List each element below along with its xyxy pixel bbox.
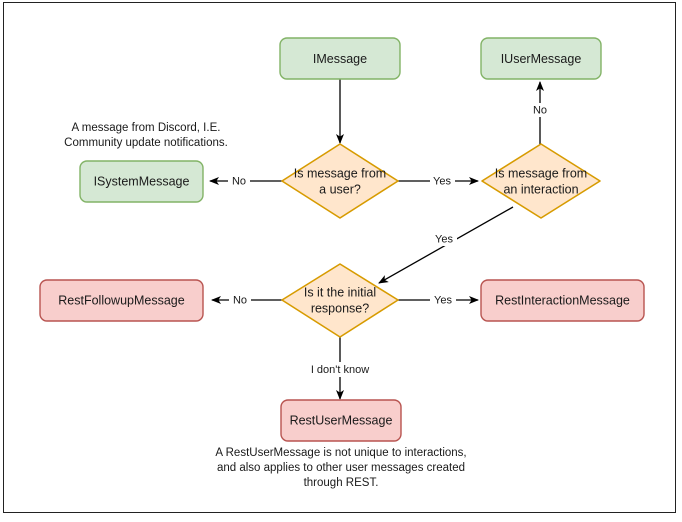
edge-label-q-interaction-no: No: [533, 104, 547, 116]
node-question-user-label-line2: a user?: [319, 182, 361, 196]
node-question-is-message-from-user[interactable]: Is message from a user?: [281, 143, 399, 219]
edge-label-q-initial-unknown: I don't know: [311, 364, 369, 376]
node-question-interaction-label-line1: Is message from: [495, 166, 587, 180]
edge-label-q-initial-yes: Yes: [434, 294, 452, 306]
edge-question-interaction-no: No: [529, 81, 551, 150]
node-question-initial-label-line2: response?: [311, 301, 369, 315]
edge-question-initial-no: No: [211, 293, 286, 307]
node-imessage-label: IMessage: [313, 52, 367, 66]
node-restusermessage[interactable]: RestUserMessage: [280, 399, 402, 442]
node-restinteractionmessage-label: RestInteractionMessage: [495, 293, 630, 307]
node-iusermessage-label: IUserMessage: [501, 52, 582, 66]
node-isystemmessage[interactable]: ISystemMessage: [79, 160, 204, 203]
node-restfollowupmessage[interactable]: RestFollowupMessage: [39, 279, 204, 322]
note-rest-line3: through REST.: [304, 477, 379, 489]
node-restfollowupmessage-label: RestFollowupMessage: [58, 293, 184, 307]
edge-question-user-no: No: [209, 174, 284, 188]
edge-label-q-initial-no: No: [233, 294, 247, 306]
node-question-is-message-from-interaction[interactable]: Is message from an interaction: [481, 143, 601, 219]
node-restinteractionmessage[interactable]: RestInteractionMessage: [480, 279, 645, 322]
node-imessage[interactable]: IMessage: [279, 37, 401, 80]
node-restusermessage-label: RestUserMessage: [290, 413, 393, 427]
note-system-line2: Community update notifications.: [64, 137, 228, 149]
edge-question-initial-yes: Yes: [397, 293, 479, 307]
node-question-user-label-line1: Is message from: [294, 166, 386, 180]
edge-label-q-interaction-yes: Yes: [435, 233, 453, 245]
node-isystemmessage-label: ISystemMessage: [94, 174, 190, 188]
note-rest-line1: A RestUserMessage is not unique to inter…: [215, 447, 466, 459]
node-question-is-initial-response[interactable]: Is it the initial response?: [281, 263, 399, 338]
note-rest-user-message: A RestUserMessage is not unique to inter…: [215, 447, 466, 489]
edge-label-q-user-yes: Yes: [433, 175, 451, 187]
node-question-interaction-label-line2: an interaction: [503, 182, 578, 196]
note-system-line1: A message from Discord, I.E.: [72, 122, 221, 134]
edge-question-interaction-yes: Yes: [378, 206, 514, 284]
node-question-initial-label-line1: Is it the initial: [304, 285, 376, 299]
edge-question-initial-unknown: I don't know: [300, 328, 380, 400]
edge-label-q-user-no: No: [232, 175, 246, 187]
node-iusermessage[interactable]: IUserMessage: [480, 37, 602, 80]
note-system-message: A message from Discord, I.E. Community u…: [64, 122, 228, 149]
edge-question-user-yes: Yes: [397, 174, 479, 188]
note-rest-line2: and also applies to other user messages …: [217, 462, 465, 474]
